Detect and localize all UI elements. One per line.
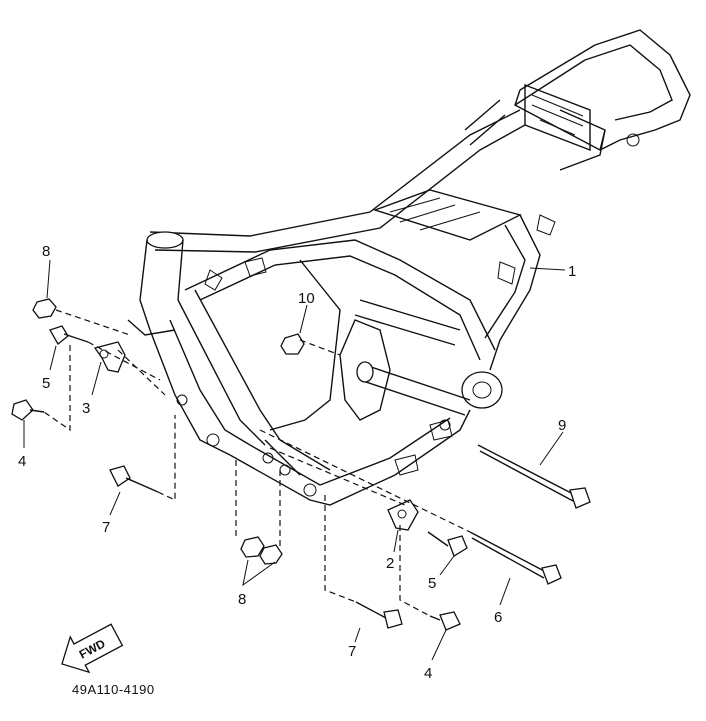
bolt-right-5 xyxy=(447,535,468,557)
motorcycle-frame xyxy=(127,29,691,506)
nut-top-left xyxy=(32,298,57,319)
bolt-left-7 xyxy=(109,465,131,487)
callout-7-left: 7 xyxy=(102,519,110,536)
callout-8-lower: 8 xyxy=(238,591,246,608)
nut-lower-a xyxy=(240,536,265,558)
callout-10: 10 xyxy=(298,290,315,307)
callout-labels: 1 2 3 4 4 5 5 6 7 7 8 8 9 10 xyxy=(18,243,576,682)
callout-8-top: 8 xyxy=(42,243,50,260)
bolt-lower-7 xyxy=(383,609,403,629)
part-code: 49A110-4190 xyxy=(72,682,155,697)
callout-4-lower: 4 xyxy=(424,665,432,682)
parts xyxy=(11,298,591,631)
assembly-lines xyxy=(43,309,471,617)
callout-9: 9 xyxy=(558,417,566,434)
callout-5-right: 5 xyxy=(428,575,436,592)
bolt-right-6 xyxy=(469,531,547,573)
bolt-lower-4 xyxy=(439,611,461,631)
callout-3: 3 xyxy=(82,400,90,417)
callout-2: 2 xyxy=(386,555,394,572)
bushing-10 xyxy=(280,333,305,355)
callout-7-lower: 7 xyxy=(348,643,356,660)
bolt-left-4 xyxy=(11,399,34,421)
leader-lines xyxy=(23,259,566,661)
nut-lower-b xyxy=(259,544,283,565)
fwd-arrow: FWD xyxy=(61,623,124,674)
callout-4-left: 4 xyxy=(18,453,26,470)
callout-1: 1 xyxy=(568,263,576,280)
bolt-right-9 xyxy=(477,444,576,496)
callout-5-left: 5 xyxy=(42,375,50,392)
callout-6: 6 xyxy=(494,609,502,626)
